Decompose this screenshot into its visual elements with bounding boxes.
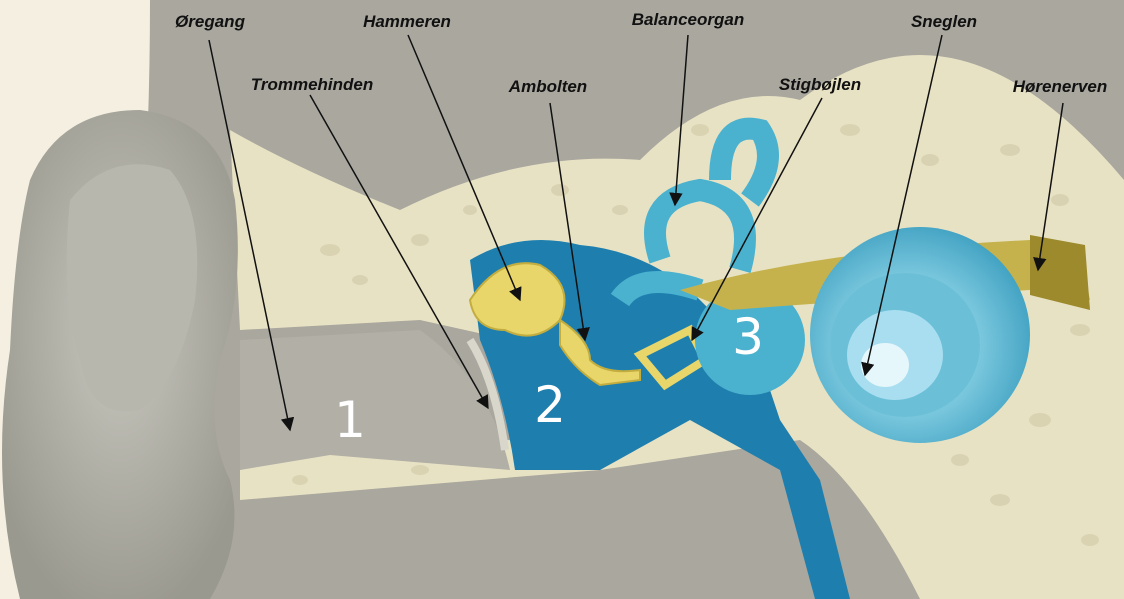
region-number-outer: 1: [334, 395, 366, 445]
label-horenerven: Hørenerven: [1013, 77, 1107, 97]
label-stigbojlen: Stigbøjlen: [779, 75, 861, 95]
cochlea: [810, 227, 1030, 443]
label-trommehinden: Trommehinden: [251, 75, 373, 95]
region-number-middle: 2: [534, 380, 566, 430]
region-number-inner: 3: [732, 312, 764, 362]
label-oregang: Øregang: [175, 12, 245, 32]
label-hammeren: Hammeren: [363, 12, 451, 32]
label-ambolten: Ambolten: [509, 77, 587, 97]
label-sneglen: Sneglen: [911, 12, 977, 32]
label-balanceorgan: Balanceorgan: [632, 10, 744, 30]
